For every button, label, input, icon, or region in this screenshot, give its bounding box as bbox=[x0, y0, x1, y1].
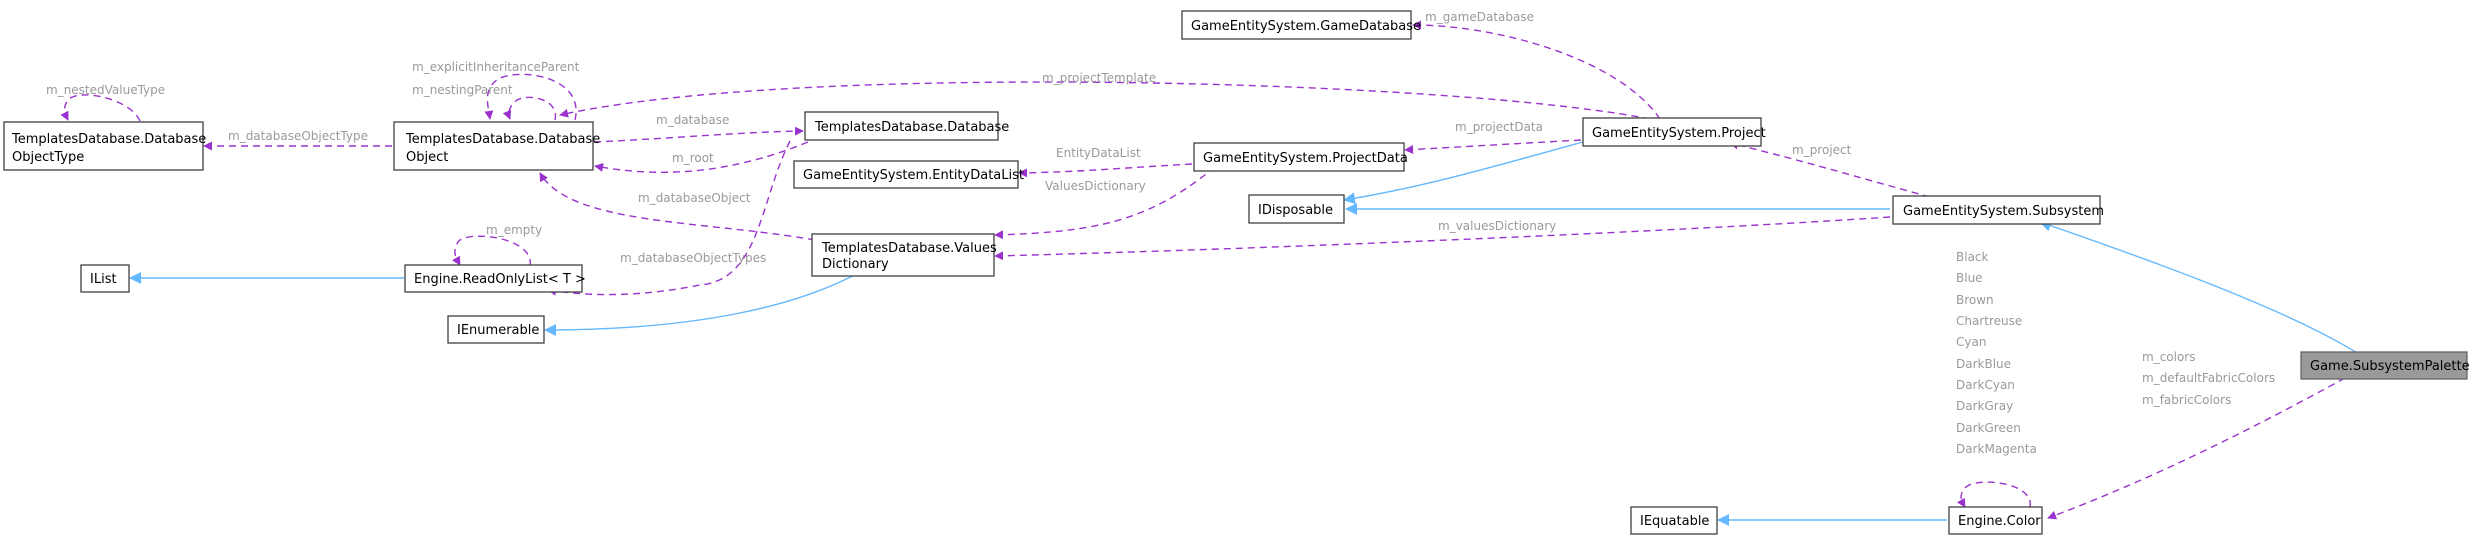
node-engine-color[interactable]: Engine.Color bbox=[1948, 506, 2043, 535]
edge-valuesdictionary-ienumerable bbox=[544, 271, 861, 336]
node-ilist[interactable]: IList bbox=[80, 264, 130, 293]
label-entity-data-list: EntityDataList bbox=[1056, 146, 1141, 160]
label-project: m_project bbox=[1792, 143, 1852, 157]
edge-empty bbox=[452, 235, 531, 267]
color-label-brown: Brown bbox=[1956, 293, 1994, 307]
node-values-dictionary-line1: TemplatesDatabase.Values bbox=[821, 241, 997, 256]
label-palette-field-1: m_colors bbox=[2142, 350, 2196, 364]
edge-nestedvaluetype bbox=[60, 94, 141, 122]
label-database: m_database bbox=[656, 113, 729, 127]
edge-nestingparent bbox=[502, 96, 557, 121]
label-root: m_root bbox=[672, 151, 714, 165]
label-nested-value-type: m_nestedValueType bbox=[46, 83, 165, 97]
label-palette-field-2: m_defaultFabricColors bbox=[2142, 371, 2275, 385]
label-project-template: m_projectTemplate bbox=[1042, 71, 1156, 85]
node-database-object-line1: TemplatesDatabase.Database bbox=[405, 132, 600, 147]
edge-databaseobject bbox=[539, 172, 816, 241]
label-empty: m_empty bbox=[486, 223, 542, 237]
edge-color-self bbox=[1956, 481, 2031, 508]
label-explicit-inheritance-parent: m_explicitInheritanceParent bbox=[412, 60, 580, 74]
edge-projecttemplate bbox=[559, 81, 1651, 120]
label-nesting-parent: m_nestingParent bbox=[412, 83, 513, 97]
color-label-chartreuse: Chartreuse bbox=[1956, 314, 2022, 328]
label-database-object-types: m_databaseObjectTypes bbox=[620, 251, 766, 265]
node-subsystem-palette-label: Game.SubsystemPalette bbox=[2310, 359, 2470, 374]
node-database-object-type-line2: ObjectType bbox=[12, 150, 84, 165]
color-label-darkgreen: DarkGreen bbox=[1956, 421, 2021, 435]
node-project-data[interactable]: GameEntitySystem.ProjectData bbox=[1193, 142, 1408, 172]
node-values-dictionary[interactable]: TemplatesDatabase.Values Dictionary bbox=[811, 233, 997, 277]
node-database-object-type[interactable]: TemplatesDatabase.Database ObjectType bbox=[3, 121, 206, 171]
edge-valuesdictionary-prop bbox=[994, 166, 1216, 240]
node-subsystem[interactable]: GameEntitySystem.Subsystem bbox=[1892, 195, 2104, 225]
edge-entitydatalist bbox=[1018, 163, 1193, 178]
edge-explicitinheritanceparent bbox=[484, 73, 577, 121]
node-project-data-label: GameEntitySystem.ProjectData bbox=[1203, 151, 1408, 166]
node-project[interactable]: GameEntitySystem.Project bbox=[1582, 117, 1766, 147]
node-engine-color-label: Engine.Color bbox=[1958, 514, 2041, 529]
label-game-database: m_gameDatabase bbox=[1425, 10, 1534, 24]
edge-database bbox=[593, 126, 804, 143]
edge-gamedatabase bbox=[1412, 20, 1661, 120]
edge-projectdata bbox=[1404, 139, 1582, 155]
node-database-object-line2: Object bbox=[406, 150, 448, 165]
node-subsystem-palette[interactable]: Game.SubsystemPalette bbox=[2300, 351, 2470, 380]
edge-valuesdictionary-field bbox=[994, 216, 1891, 261]
node-iequatable[interactable]: IEquatable bbox=[1630, 506, 1718, 535]
node-values-dictionary-line2: Dictionary bbox=[822, 257, 889, 272]
node-idisposable-label: IDisposable bbox=[1258, 203, 1333, 218]
color-label-darkmagenta: DarkMagenta bbox=[1956, 442, 2037, 456]
color-label-cyan: Cyan bbox=[1956, 335, 1986, 349]
inheritance-edges bbox=[129, 139, 2363, 526]
node-game-database-label: GameEntitySystem.GameDatabase bbox=[1191, 19, 1421, 34]
node-iequatable-label: IEquatable bbox=[1640, 514, 1709, 529]
node-subsystem-label: GameEntitySystem.Subsystem bbox=[1903, 204, 2104, 219]
edge-root bbox=[594, 141, 809, 173]
label-database-object: m_databaseObject bbox=[638, 191, 751, 205]
node-entity-data-list-label: GameEntitySystem.EntityDataList bbox=[803, 168, 1024, 183]
edge-labels: m_nestedValueType m_databaseObjectType m… bbox=[46, 10, 2275, 407]
node-database-object-type-line1: TemplatesDatabase.Database bbox=[11, 132, 206, 147]
edge-project-idisposable bbox=[1343, 139, 1591, 205]
color-constant-labels: Black Blue Brown Chartreuse Cyan DarkBlu… bbox=[1956, 250, 2037, 456]
node-ienumerable[interactable]: IEnumerable bbox=[447, 315, 545, 344]
label-values-dictionary-field: m_valuesDictionary bbox=[1438, 219, 1556, 233]
edge-databaseobjecttypes bbox=[547, 140, 791, 296]
label-database-object-type: m_databaseObjectType bbox=[228, 129, 368, 143]
color-label-darkblue: DarkBlue bbox=[1956, 357, 2011, 371]
color-label-blue: Blue bbox=[1956, 271, 1983, 285]
node-templates-database-label: TemplatesDatabase.Database bbox=[814, 120, 1009, 135]
node-ienumerable-label: IEnumerable bbox=[457, 323, 539, 338]
node-database-object[interactable]: TemplatesDatabase.Database Object bbox=[393, 121, 600, 171]
node-templates-database[interactable]: TemplatesDatabase.Database bbox=[804, 111, 1009, 141]
node-read-only-list[interactable]: Engine.ReadOnlyList< T > bbox=[404, 264, 586, 293]
node-game-database[interactable]: GameEntitySystem.GameDatabase bbox=[1181, 10, 1421, 40]
color-label-black: Black bbox=[1956, 250, 1989, 264]
edge-project bbox=[1729, 140, 1931, 198]
label-project-data: m_projectData bbox=[1455, 120, 1543, 134]
usage-edges bbox=[60, 20, 2346, 520]
node-idisposable[interactable]: IDisposable bbox=[1248, 194, 1345, 224]
node-project-label: GameEntitySystem.Project bbox=[1592, 126, 1766, 141]
node-entity-data-list[interactable]: GameEntitySystem.EntityDataList bbox=[793, 160, 1024, 189]
label-palette-field-3: m_fabricColors bbox=[2142, 393, 2231, 407]
node-ilist-label: IList bbox=[90, 272, 117, 287]
node-read-only-list-label: Engine.ReadOnlyList< T > bbox=[414, 272, 586, 287]
edge-palette-subsystem bbox=[2039, 219, 2363, 357]
color-label-darkcyan: DarkCyan bbox=[1956, 378, 2015, 392]
label-values-dictionary-prop: ValuesDictionary bbox=[1045, 179, 1146, 193]
color-label-darkgray: DarkGray bbox=[1956, 399, 2013, 413]
